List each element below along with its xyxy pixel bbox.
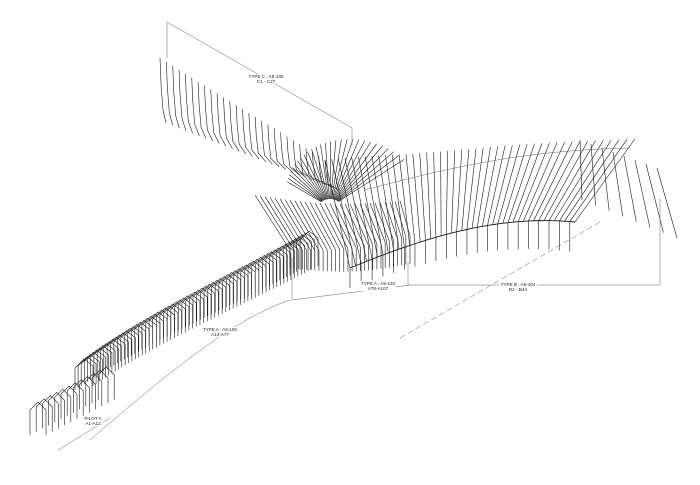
label-type-b-line2: B1 - B44: [509, 287, 527, 293]
frame-lines: [29, 57, 678, 435]
label-type-a-upper: TYPE A : A5-133 A78-A107: [359, 281, 397, 292]
label-type-c: TYPE C : A5-135 C1 - C27: [247, 74, 285, 85]
label-type-b-line1: TYPE B : A5-104: [500, 282, 536, 287]
label-pilot-a-line2: A1-A12: [85, 421, 101, 427]
label-type-b: TYPE B : A5-104 B1 - B44: [499, 282, 537, 293]
label-type-a-lower-line1: TYPE A : A5-182: [202, 327, 238, 332]
label-type-c-line2: C1 - C27: [256, 79, 276, 85]
label-type-c-line1: TYPE C : A5-135: [248, 74, 284, 79]
label-type-a-lower-line2: A13-A77: [211, 332, 229, 338]
label-type-a-upper-line2: A78-A107: [367, 286, 389, 292]
label-type-a-lower: TYPE A : A5-182 A13-A77: [201, 327, 239, 338]
label-type-a-upper-line1: TYPE A : A5-133: [360, 281, 396, 286]
label-pilot-a: PILOT A A1-A12: [83, 416, 103, 427]
label-pilot-a-line1: PILOT A: [84, 416, 102, 421]
